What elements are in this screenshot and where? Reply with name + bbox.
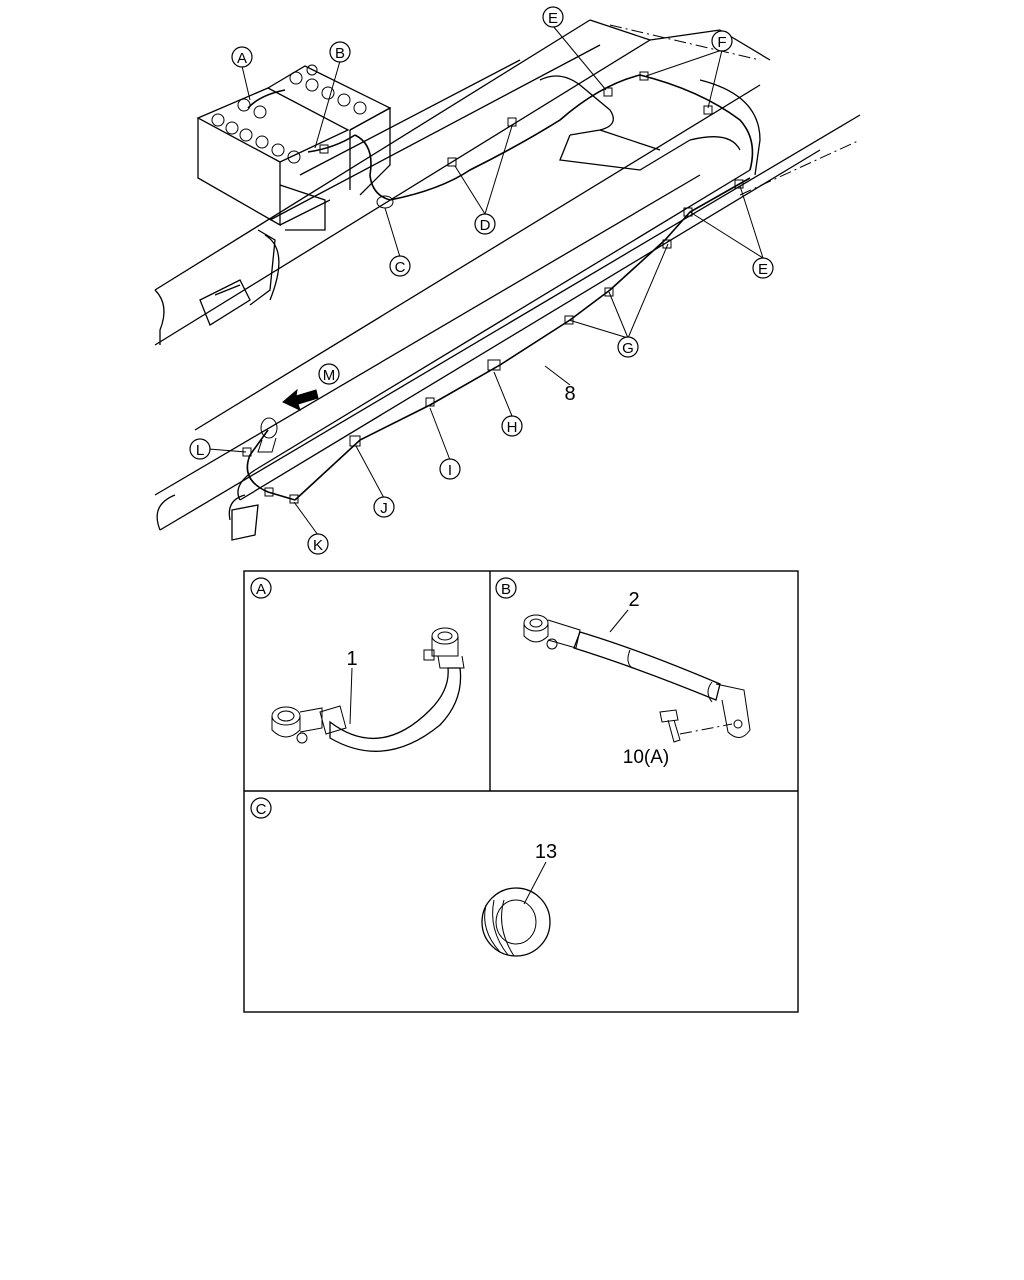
- callout-e-right-text: E: [758, 261, 768, 278]
- battery-cable-1: [271, 627, 465, 752]
- panel-a: A 1: [250, 577, 465, 752]
- callout-f: F: [711, 30, 733, 52]
- callout-j-text: J: [380, 500, 388, 517]
- callout-m: M: [318, 363, 340, 385]
- callout-l: L: [189, 438, 211, 460]
- callout-d-text: D: [480, 217, 491, 234]
- callout-g: G: [617, 336, 639, 358]
- part-number-8: 8: [564, 383, 575, 405]
- callout-e-top-text: E: [548, 10, 558, 27]
- callout-e-top: E: [542, 6, 564, 28]
- callout-b-text: B: [335, 45, 345, 62]
- callout-f-text: F: [717, 34, 726, 51]
- callout-k-text: K: [313, 537, 323, 554]
- leader-lines: [208, 25, 764, 536]
- callout-e-right: E: [752, 257, 774, 279]
- battery-1: [196, 87, 350, 231]
- callout-g-text: G: [622, 340, 634, 357]
- callout-b: B: [329, 41, 351, 63]
- callout-c-text: C: [395, 259, 406, 276]
- callout-h: H: [501, 415, 523, 437]
- panel-c: C 13: [250, 797, 557, 957]
- panel-a-label: A: [256, 581, 266, 598]
- callout-m-text: M: [323, 367, 336, 384]
- battery-1-caps: [211, 98, 301, 164]
- front-direction-arrow-icon: [282, 388, 319, 411]
- part-number-1: 1: [346, 648, 357, 670]
- callout-d: D: [474, 213, 496, 235]
- callout-h-text: H: [507, 419, 518, 436]
- callout-c: C: [389, 255, 411, 277]
- detail-panels: [243, 570, 799, 1013]
- callout-j: J: [373, 496, 395, 518]
- part-number-2: 2: [628, 589, 639, 611]
- battery-cable-2: [523, 614, 751, 743]
- callout-l-text: L: [196, 442, 204, 459]
- grommet-13: [481, 887, 551, 957]
- panel-b: B 2 10(A): [495, 577, 751, 768]
- battery-2-caps: [289, 64, 367, 115]
- callout-i-text: I: [448, 462, 452, 479]
- battery-2: [267, 64, 392, 196]
- callout-a-text: A: [237, 50, 247, 67]
- part-number-10a: 10(A): [623, 747, 669, 768]
- panel-c-label: C: [256, 801, 267, 818]
- callout-a: A: [231, 46, 253, 68]
- callout-k: K: [307, 533, 329, 555]
- part-number-13: 13: [535, 841, 557, 863]
- callout-i: I: [439, 458, 461, 480]
- panel-b-label: B: [501, 581, 511, 598]
